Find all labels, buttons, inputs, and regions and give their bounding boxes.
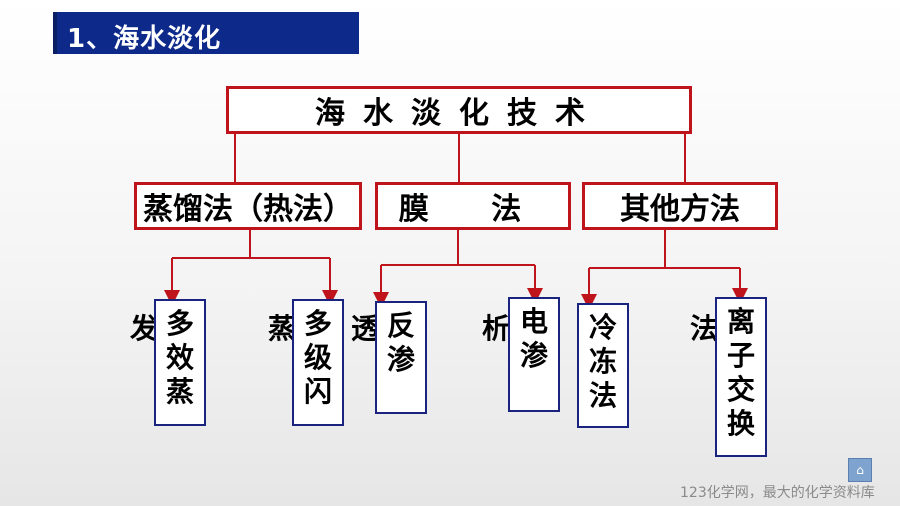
- method-electrodialysis: 电 渗: [508, 297, 560, 412]
- method-multi-stage-flash: 多 级 闪: [292, 299, 344, 426]
- footer-watermark: 123化学网，最大的化学资料库: [680, 485, 875, 501]
- house-icon: ⌂: [848, 458, 872, 482]
- method-label: 电 渗: [519, 305, 548, 372]
- category-distillation: 蒸馏法（热法）: [134, 182, 362, 230]
- category-membrane: 膜 法: [375, 182, 571, 230]
- method-prefix: 透: [351, 312, 380, 345]
- method-ion-exchange: 离 子 交 换: [715, 297, 767, 457]
- method-prefix: 发: [130, 312, 159, 345]
- method-prefix: 蒸: [268, 312, 297, 345]
- method-prefix: 法: [690, 312, 719, 345]
- method-label: 冷 冻 法: [588, 311, 617, 412]
- method-label: 离 子 交 换: [726, 305, 755, 440]
- method-reverse-osmosis: 反 渗: [375, 301, 427, 414]
- method-label: 多 级 闪: [303, 307, 332, 408]
- root-node: 海水淡化技术: [226, 86, 692, 134]
- method-freezing: 冷 冻 法: [577, 303, 629, 428]
- page-title: 1、海水淡化: [67, 24, 222, 54]
- method-prefix: 析: [482, 312, 511, 345]
- method-label: 反 渗: [386, 309, 415, 376]
- method-label: 多 效 蒸: [165, 307, 194, 408]
- method-multi-effect: 多 效 蒸: [154, 299, 206, 426]
- category-other-methods: 其他方法: [582, 182, 778, 230]
- title-bar: 1、海水淡化: [53, 12, 359, 54]
